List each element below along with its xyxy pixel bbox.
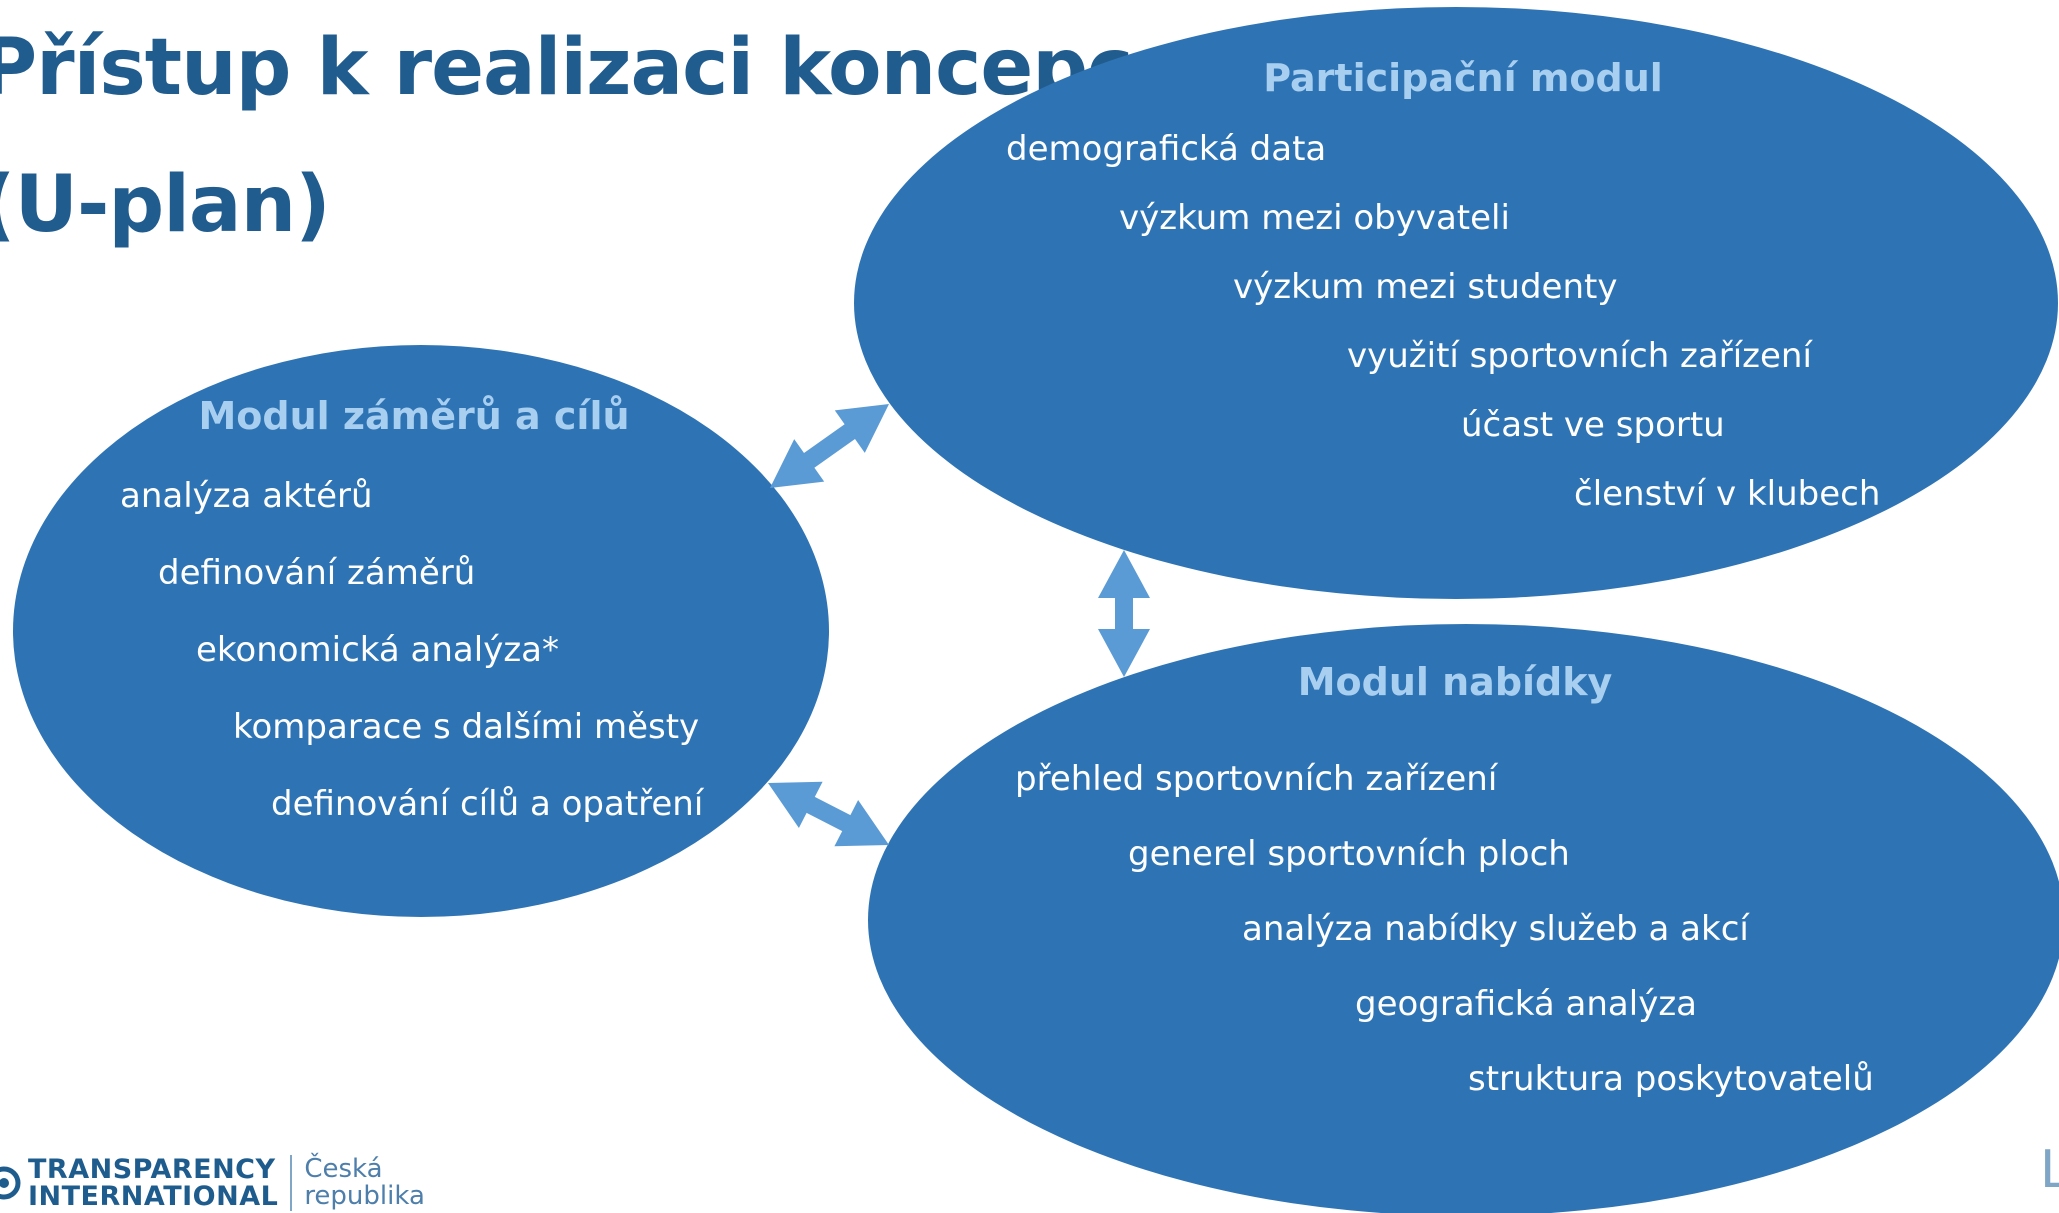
- arrow-goals-participation: [770, 404, 889, 488]
- participation-ellipse: [854, 7, 2058, 599]
- transparency-international-logo-icon: [0, 1166, 21, 1199]
- corner-logo-fragment: L: [2040, 1140, 2059, 1200]
- participation-item: členství v klubech: [1574, 474, 1881, 514]
- country-line-1: Česká: [304, 1153, 383, 1184]
- connector-arrows: [768, 404, 1150, 847]
- goals-item: analýza aktérů: [120, 476, 373, 516]
- offer-item: geografická analýza: [1355, 984, 1698, 1024]
- arrow-goals-offer: [768, 781, 889, 847]
- participation-item: účast ve sportu: [1461, 405, 1725, 445]
- goals-item: ekonomická analýza*: [196, 630, 560, 670]
- brand-line-2: INTERNATIONAL: [28, 1180, 279, 1212]
- goals-ellipse: [13, 345, 829, 917]
- goals-item: definování cílů a opatření: [271, 784, 704, 824]
- logo-divider: [290, 1154, 293, 1211]
- slide-title-line-2: (U-plan): [0, 160, 331, 250]
- participation-item: výzkum mezi studenty: [1233, 267, 1618, 307]
- arrow-participation-offer: [1098, 550, 1150, 677]
- offer-item: přehled sportovních zařízení: [1015, 759, 1498, 799]
- participation-item: výzkum mezi obyvateli: [1119, 198, 1510, 238]
- goals-item: definování záměrů: [158, 553, 476, 593]
- participation-item: demografická data: [1006, 129, 1327, 169]
- offer-ellipse: [868, 624, 2059, 1213]
- participation-item: využití sportovních zařízení: [1347, 336, 1812, 376]
- brand-line-1: TRANSPARENCY: [28, 1153, 276, 1185]
- brand-name: TRANSPARENCY INTERNATIONAL: [28, 1156, 278, 1210]
- transparency-international-logo: TRANSPARENCY INTERNATIONAL Česká republi…: [0, 1152, 425, 1213]
- offer-item: struktura poskytovatelů: [1468, 1059, 1874, 1099]
- goals-item: komparace s dalšími městy: [233, 707, 700, 747]
- participation-module-title: Participační modul: [1263, 56, 1663, 100]
- offer-item: analýza nabídky služeb a akcí: [1242, 909, 1749, 949]
- country-line-2: republika: [304, 1180, 425, 1211]
- offer-item: generel sportovních ploch: [1128, 834, 1570, 874]
- offer-module-title: Modul nabídky: [1297, 660, 1613, 704]
- goals-module-title: Modul záměrů a cílů: [198, 394, 630, 438]
- brand-country: Česká republika: [304, 1153, 425, 1211]
